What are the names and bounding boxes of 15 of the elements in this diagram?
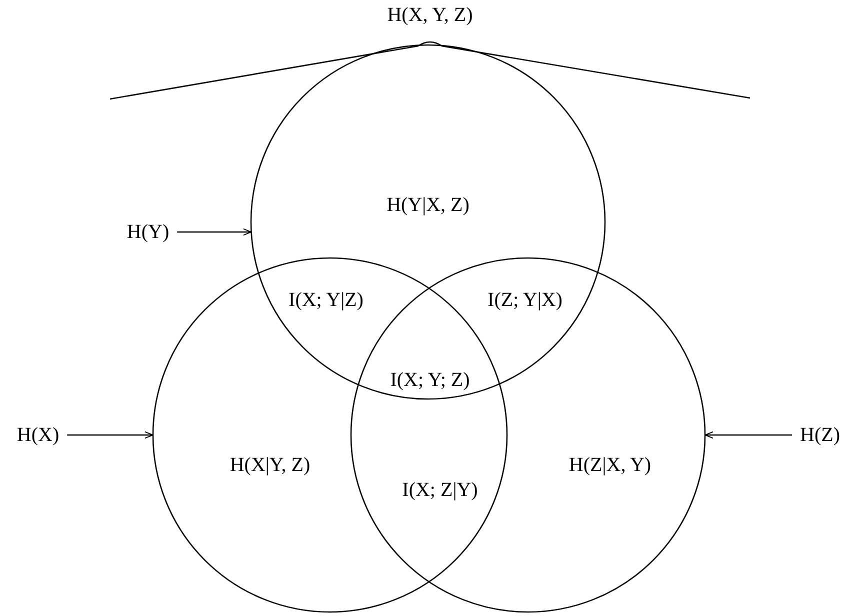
- formula-label: H(Z|X, Y): [568, 454, 652, 476]
- entropy-label: H(Y): [126, 221, 170, 243]
- venn-circle: [250, 44, 606, 400]
- entropy-label: H(X): [16, 424, 60, 446]
- formula-label: I(X; Z|Y): [402, 479, 478, 501]
- formula-label: H(X, Y, Z): [387, 4, 473, 26]
- arrow: [704, 431, 792, 439]
- formula-label: I(Z; Y|X): [488, 289, 562, 311]
- formula-label: I(X; Y|Z): [288, 289, 364, 311]
- formula-label: H(Y|X, Z): [386, 194, 470, 216]
- entropy-label: H(Z): [800, 424, 840, 446]
- arrow: [177, 228, 252, 236]
- arrow: [67, 431, 154, 439]
- formula-label: I(X; Y; Z): [390, 369, 470, 391]
- formula-label: H(X|Y, Z): [230, 454, 310, 476]
